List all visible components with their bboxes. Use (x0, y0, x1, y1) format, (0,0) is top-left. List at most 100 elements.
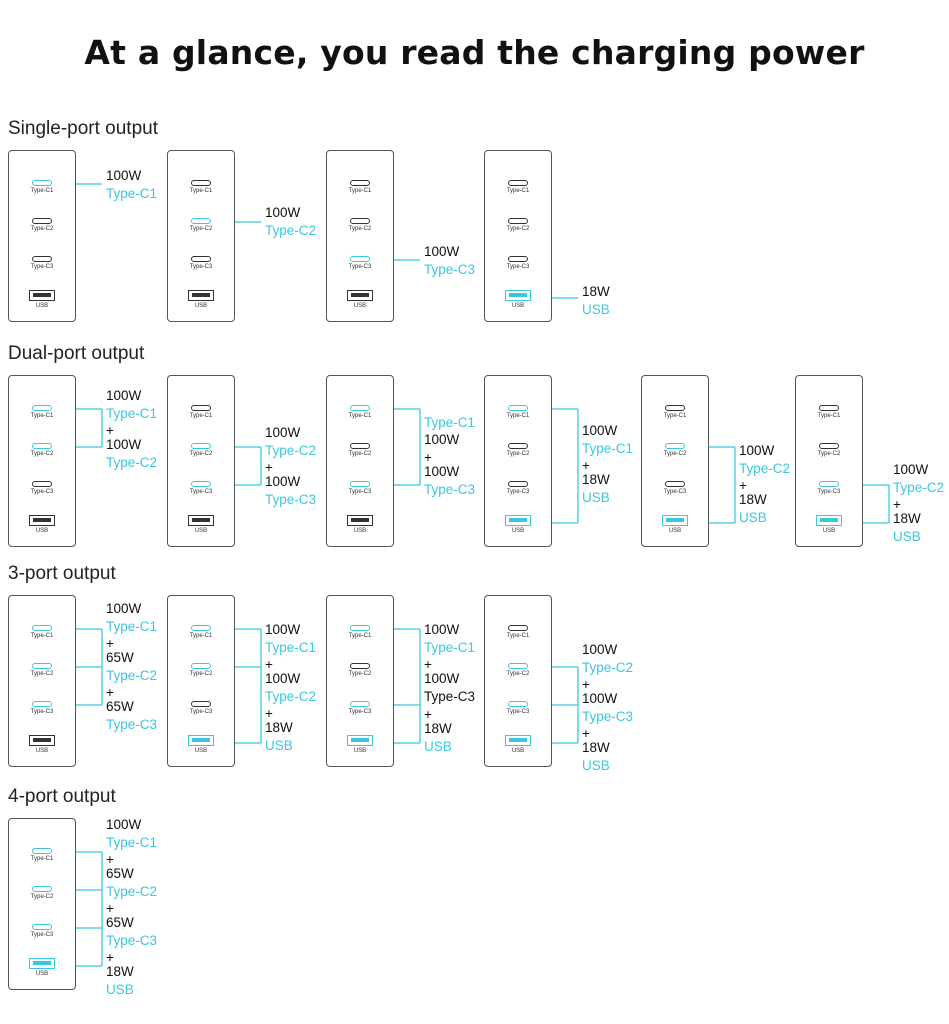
plus-sign: + (582, 458, 590, 473)
usb-c-port-icon (32, 256, 52, 262)
usb-c-port-icon (350, 443, 370, 449)
usb-c-port-icon (191, 625, 211, 631)
port-label: Type-C2 (189, 226, 213, 232)
wattage-label: 18W (106, 964, 134, 979)
port-label: Type-C3 (189, 264, 213, 270)
port-name-label: Type-C2 (739, 461, 791, 476)
usb-c-port-icon (350, 625, 370, 631)
port-name-label: Type-C2 (265, 223, 317, 238)
port-label: Type-C1 (30, 188, 54, 194)
usb-c-port-icon (508, 443, 528, 449)
port-label: Type-C2 (30, 226, 54, 232)
port-label: Type-C3 (348, 709, 372, 715)
wattage-label: 65W (106, 699, 134, 714)
port-label: Type-C3 (348, 489, 372, 495)
usb-a-port-icon (505, 290, 531, 301)
usb-c-port-icon (32, 405, 52, 411)
port-label: Type-C3 (506, 489, 530, 495)
port-name-label: USB (265, 738, 293, 753)
port-label: Type-C2 (348, 671, 372, 677)
usb-c-port-icon (32, 848, 52, 854)
usb-a-port-icon (29, 515, 55, 526)
port-name-label: Type-C3 (582, 709, 634, 724)
port-label: Type-C3 (663, 489, 687, 495)
port-name-label: Type-C3 (106, 717, 158, 732)
port-name-label: Type-C3 (265, 492, 317, 507)
port-name-label: Type-C2 (265, 689, 317, 704)
wattage-label: 18W (424, 721, 452, 736)
usb-c-port-icon (32, 443, 52, 449)
section-dual-port: Dual-port output (8, 343, 145, 364)
wattage-label: Type-C3 (424, 689, 476, 704)
usb-c-port-icon (191, 443, 211, 449)
wattage-label: 100W (582, 423, 618, 438)
port-label: Type-C2 (189, 671, 213, 677)
port-label: Type-C2 (348, 226, 372, 232)
port-name-label: Type-C2 (582, 660, 634, 675)
usb-c-port-icon (350, 663, 370, 669)
port-label: USB (194, 303, 208, 309)
port-name-label: USB (893, 529, 921, 544)
wattage-label: 100W (582, 642, 618, 657)
wattage-label: 100W (582, 691, 618, 706)
port-name-label: Type-C1 (265, 640, 317, 655)
wattage-label: 100W (106, 388, 142, 403)
port-label: Type-C1 (30, 856, 54, 862)
plus-sign: + (582, 677, 590, 692)
usb-c-port-icon (350, 701, 370, 707)
usb-c-port-icon (665, 481, 685, 487)
wattage-label: 100W (265, 622, 301, 637)
port-label: Type-C2 (663, 451, 687, 457)
port-label: USB (511, 303, 525, 309)
port-label: Type-C3 (30, 709, 54, 715)
port-label: USB (194, 748, 208, 754)
port-label: Type-C3 (189, 709, 213, 715)
wattage-label: 100W (424, 464, 460, 479)
port-label: Type-C1 (506, 633, 530, 639)
port-label: Type-C3 (506, 264, 530, 270)
usb-c-port-icon (350, 481, 370, 487)
port-label: Type-C2 (506, 451, 530, 457)
port-label: Type-C3 (348, 264, 372, 270)
usb-c-port-icon (191, 218, 211, 224)
port-label: Type-C1 (189, 188, 213, 194)
plus-sign: + (106, 636, 114, 651)
wattage-label: 65W (106, 915, 134, 930)
usb-c-port-icon (508, 218, 528, 224)
usb-a-port-icon (29, 958, 55, 969)
plus-sign: + (424, 657, 432, 672)
port-label: USB (35, 303, 49, 309)
port-name-label: Type-C2 (106, 884, 158, 899)
port-label: Type-C3 (189, 489, 213, 495)
wattage-label: 100W (265, 425, 301, 440)
plus-sign: + (106, 901, 114, 916)
port-label: Type-C2 (30, 451, 54, 457)
usb-c-port-icon (191, 481, 211, 487)
port-label: Type-C2 (506, 671, 530, 677)
usb-a-port-icon (29, 735, 55, 746)
usb-c-port-icon (32, 481, 52, 487)
usb-c-port-icon (665, 443, 685, 449)
usb-a-port-icon (188, 515, 214, 526)
port-label: Type-C1 (189, 413, 213, 419)
port-name-label: USB (106, 982, 134, 997)
port-label: USB (511, 748, 525, 754)
port-label: Type-C1 (30, 633, 54, 639)
wattage-label: 18W (582, 472, 610, 487)
usb-c-port-icon (508, 663, 528, 669)
port-label: USB (668, 528, 682, 534)
wattage-label: 100W (739, 443, 775, 458)
port-label: Type-C1 (817, 413, 841, 419)
plus-sign: + (265, 460, 273, 475)
wattage-label: 100W (424, 432, 460, 447)
usb-a-port-icon (347, 735, 373, 746)
wattage-label: 100W (265, 671, 301, 686)
usb-a-port-icon (505, 735, 531, 746)
port-name-label: Type-C2 (265, 443, 317, 458)
